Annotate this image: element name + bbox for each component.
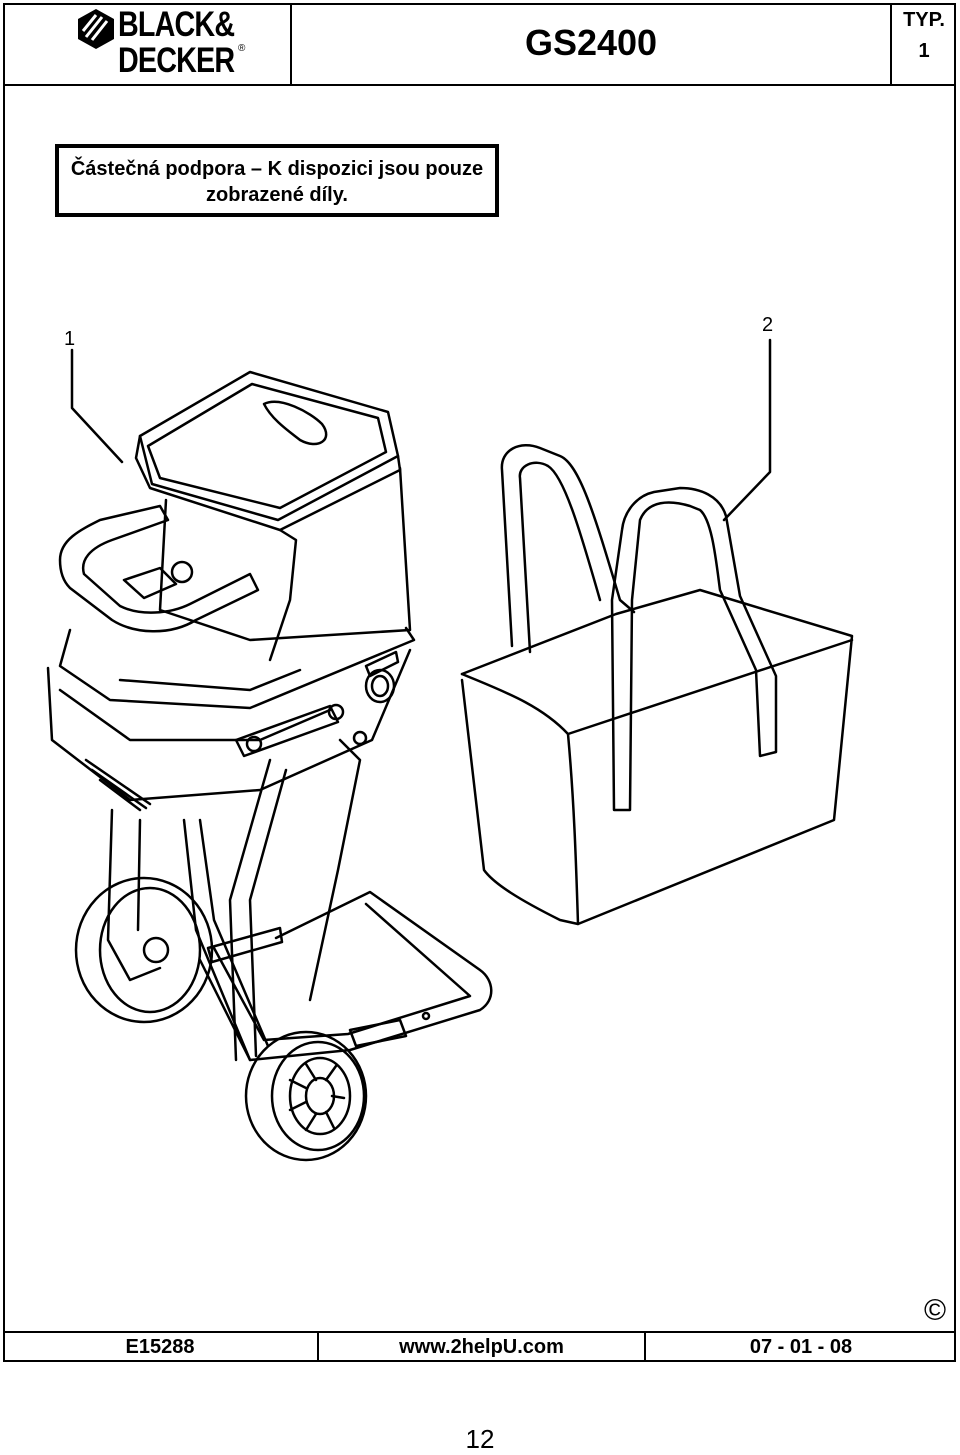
notice-line: zobrazené díly. <box>206 184 348 206</box>
leader-line-1 <box>70 348 124 464</box>
leader-line-2 <box>722 338 772 522</box>
footer-separator <box>644 1331 646 1362</box>
type-label: TYP. <box>903 9 945 31</box>
model-number: GS2400 <box>524 22 658 63</box>
header-divider <box>3 84 956 86</box>
copyright-symbol: © <box>924 1294 947 1327</box>
header-separator <box>290 3 292 85</box>
header-separator <box>890 3 892 85</box>
parts-notice: Částečná podpora – K dispozici jsou pouz… <box>55 144 499 217</box>
document-code: E15288 <box>125 1336 195 1358</box>
callout-number: 2 <box>762 314 774 336</box>
collection-bag-drawing <box>460 443 854 926</box>
page-number: 12 <box>465 1424 495 1454</box>
brand-logo: BLACK& DECKER <box>74 7 254 79</box>
brand-wordmark-line2: DECKER <box>118 41 235 80</box>
footer-divider <box>3 1331 956 1333</box>
footer-separator <box>317 1331 319 1362</box>
registered-mark: ® <box>238 43 246 54</box>
page-frame <box>3 3 956 1362</box>
garden-shredder-drawing <box>46 370 493 1162</box>
brand-wordmark-line1: BLACK& <box>118 5 235 44</box>
callout-number: 1 <box>64 328 76 350</box>
website-link[interactable]: www.2helpU.com <box>399 1336 564 1358</box>
brand-hexagon-icon <box>78 9 114 49</box>
notice-line: Částečná podpora – K dispozici jsou pouz… <box>70 158 484 180</box>
document-date: 07 - 01 - 08 <box>749 1336 853 1358</box>
type-number: 1 <box>918 40 930 62</box>
